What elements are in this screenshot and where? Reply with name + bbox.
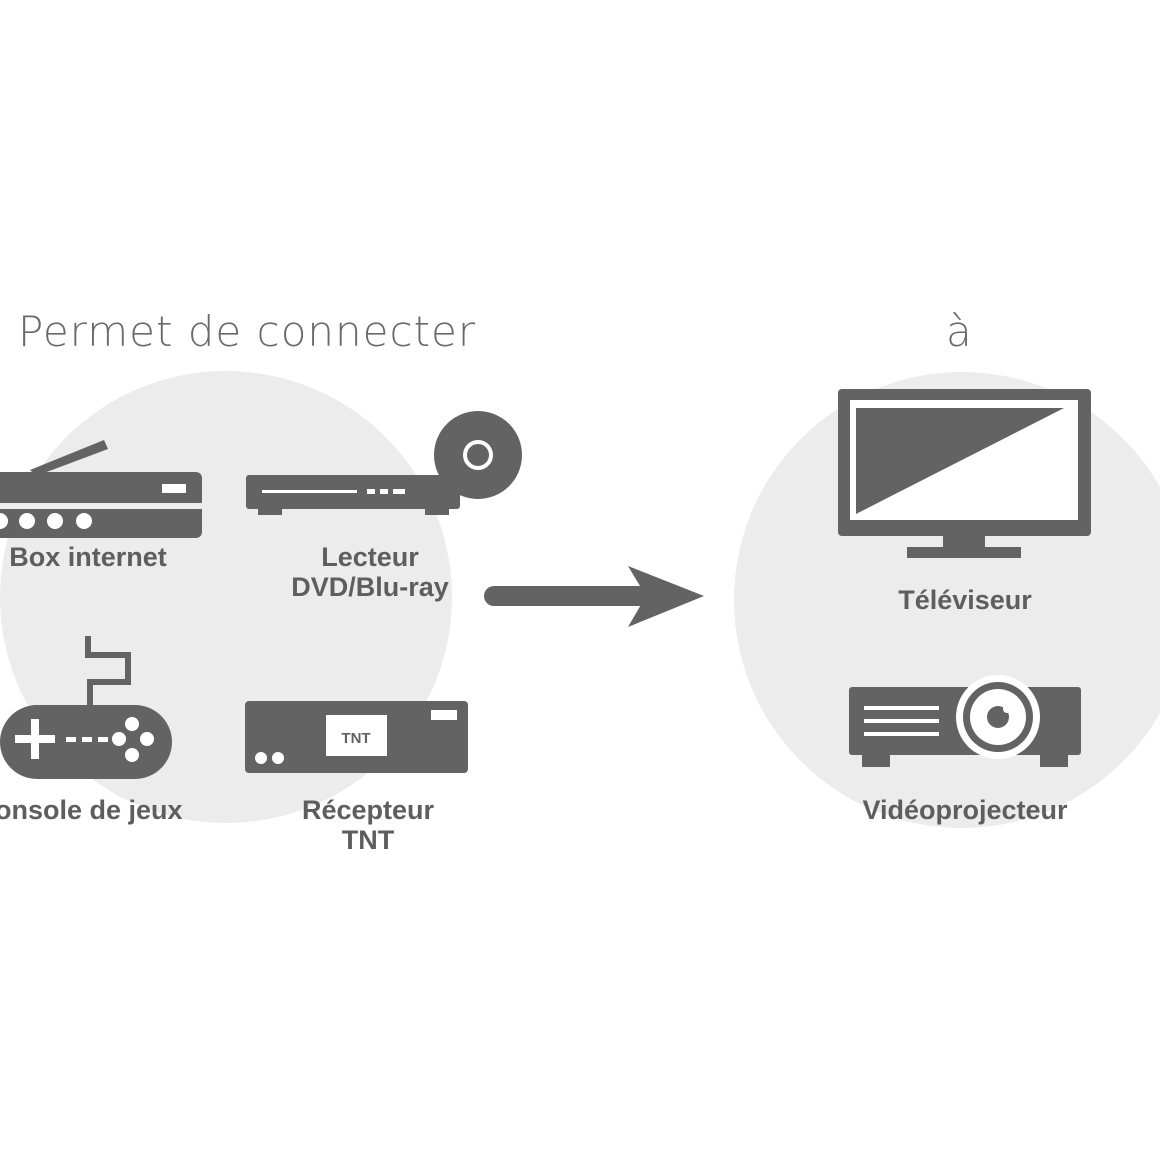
heading-a: à	[946, 307, 973, 356]
label-televiseur: Téléviseur	[898, 585, 1032, 615]
label-videoprojecteur: Vidéoprojecteur	[862, 795, 1068, 825]
tv-icon	[838, 389, 1091, 558]
label-lecteur-dvd: Lecteur DVD/Blu-ray	[291, 542, 449, 602]
label-recepteur-tnt: Récepteur TNT	[301, 795, 435, 855]
heading-permet-de-connecter: Permet de connecter	[18, 307, 477, 356]
tnt-screen-text: TNT	[341, 730, 370, 747]
router-icon	[0, 440, 202, 538]
label-box-internet: Box internet	[9, 542, 167, 572]
dvd-player-icon	[246, 411, 522, 515]
label-console-de-jeux: Console de jeux	[0, 795, 183, 825]
tnt-receiver-icon: TNT	[245, 701, 468, 773]
arrow-right-icon	[484, 566, 704, 627]
gamepad-icon	[0, 636, 172, 779]
projector-icon	[849, 675, 1081, 767]
